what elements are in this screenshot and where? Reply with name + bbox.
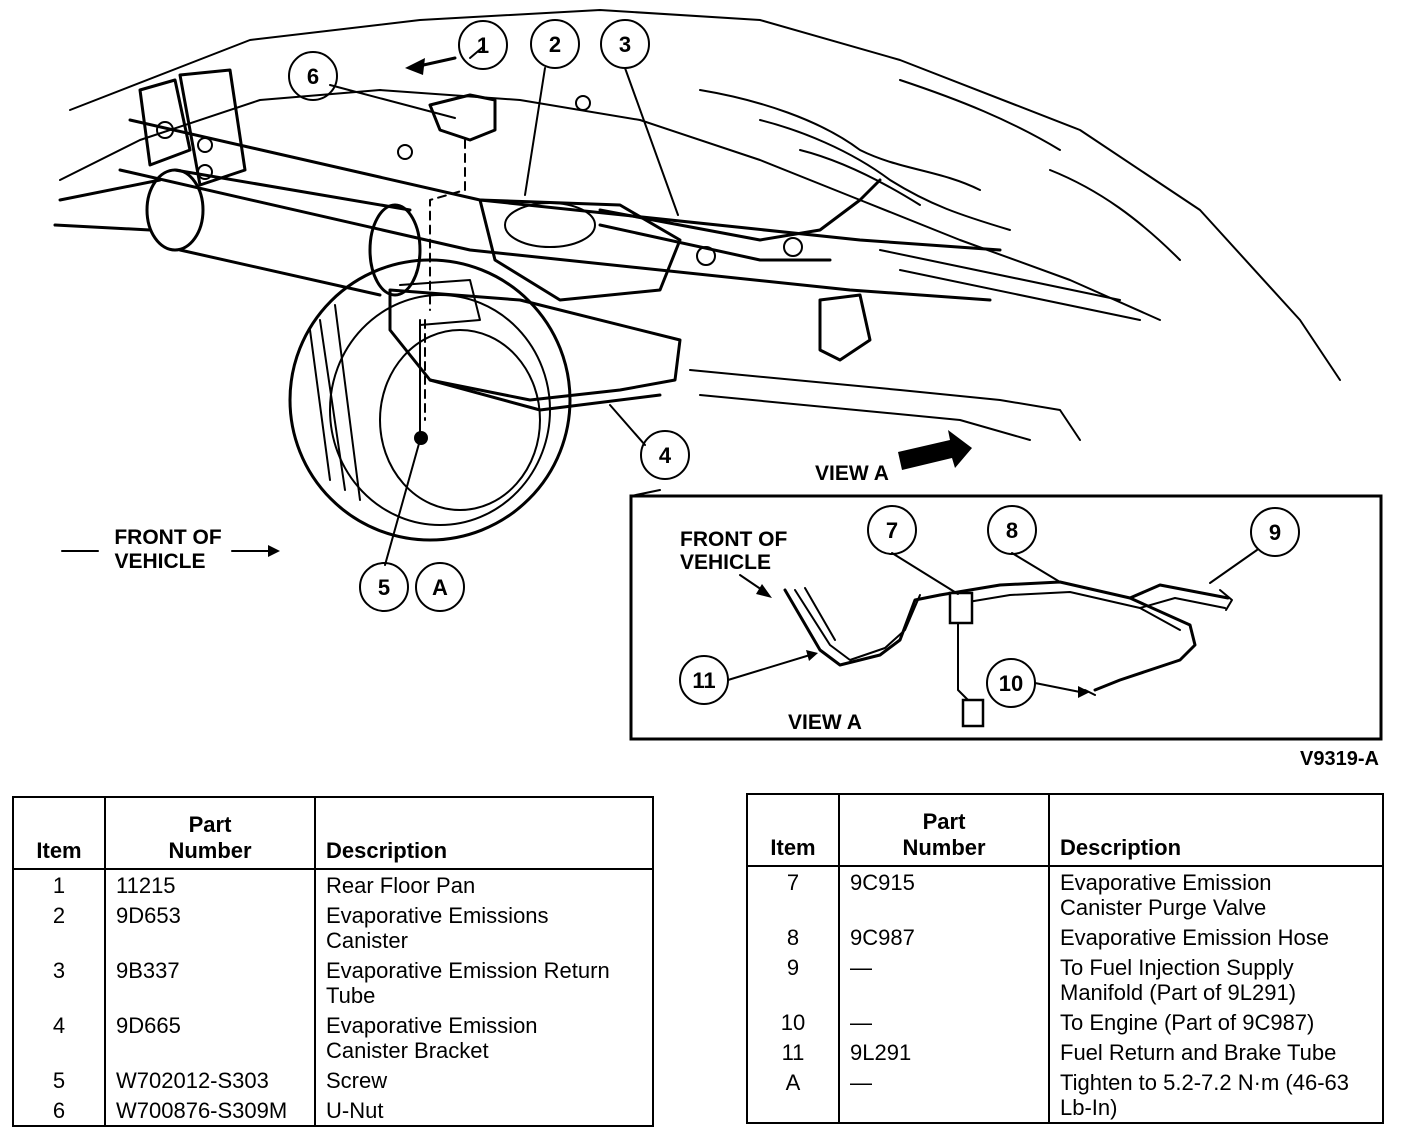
table-row: 5 W702012-S303 Screw — [12, 1065, 654, 1095]
svg-text:A: A — [432, 575, 448, 600]
front-of-vehicle-label-1: FRONT OF — [114, 526, 221, 549]
table-row: 11 9L291 Fuel Return and Brake Tube — [746, 1037, 1384, 1067]
svg-text:1: 1 — [477, 33, 489, 58]
callout-8: 8 — [1006, 518, 1018, 543]
callout-9: 9 — [1269, 520, 1281, 545]
figure-id: V9319-A — [1300, 748, 1379, 770]
callout-a: A — [415, 562, 465, 612]
underbody-drawing — [53, 9, 1341, 557]
callout-10: 10 — [999, 671, 1023, 696]
callout-6: 6 — [288, 51, 338, 101]
inset-front-of-vehicle-1: FRONT OF — [680, 528, 787, 551]
col-item: Item — [746, 794, 840, 867]
callout-1: 1 — [458, 20, 508, 70]
table-row: 10 — To Engine (Part of 9C987) — [746, 1007, 1384, 1037]
inset-view-a-label: VIEW A — [788, 711, 862, 734]
callout-3: 3 — [600, 19, 650, 69]
svg-text:5: 5 — [378, 575, 390, 600]
callout-11: 11 — [692, 668, 715, 693]
table-row: 8 9C987 Evaporative Emission Hose — [746, 922, 1384, 952]
inset-front-of-vehicle-2: VEHICLE — [680, 551, 771, 574]
callout-2: 2 — [530, 19, 580, 69]
leader-lines — [329, 46, 679, 566]
evap-canister-diagram: 1 2 3 6 4 5 A FRONT OF VEHICLE VIEW A FR… — [53, 9, 1383, 770]
callout-5: 5 — [359, 562, 409, 612]
svg-text:6: 6 — [307, 64, 319, 89]
front-of-vehicle-label-2: VEHICLE — [114, 550, 205, 573]
callout-7: 7 — [886, 518, 898, 543]
col-description: Description — [314, 797, 654, 870]
svg-text:3: 3 — [619, 32, 631, 57]
col-item: Item — [12, 797, 106, 870]
svg-text:4: 4 — [659, 443, 672, 468]
svg-text:2: 2 — [549, 32, 561, 57]
view-a-inset: FRONT OF VEHICLE 7 8 9 10 — [629, 489, 1383, 741]
callout-4: 4 — [640, 430, 690, 480]
table-row: 1 11215 Rear Floor Pan — [12, 869, 654, 900]
col-description: Description — [1048, 794, 1384, 867]
view-a-arrow-label: VIEW A — [815, 462, 889, 485]
table-row: 6 W700876-S309M U-Nut — [12, 1095, 654, 1126]
